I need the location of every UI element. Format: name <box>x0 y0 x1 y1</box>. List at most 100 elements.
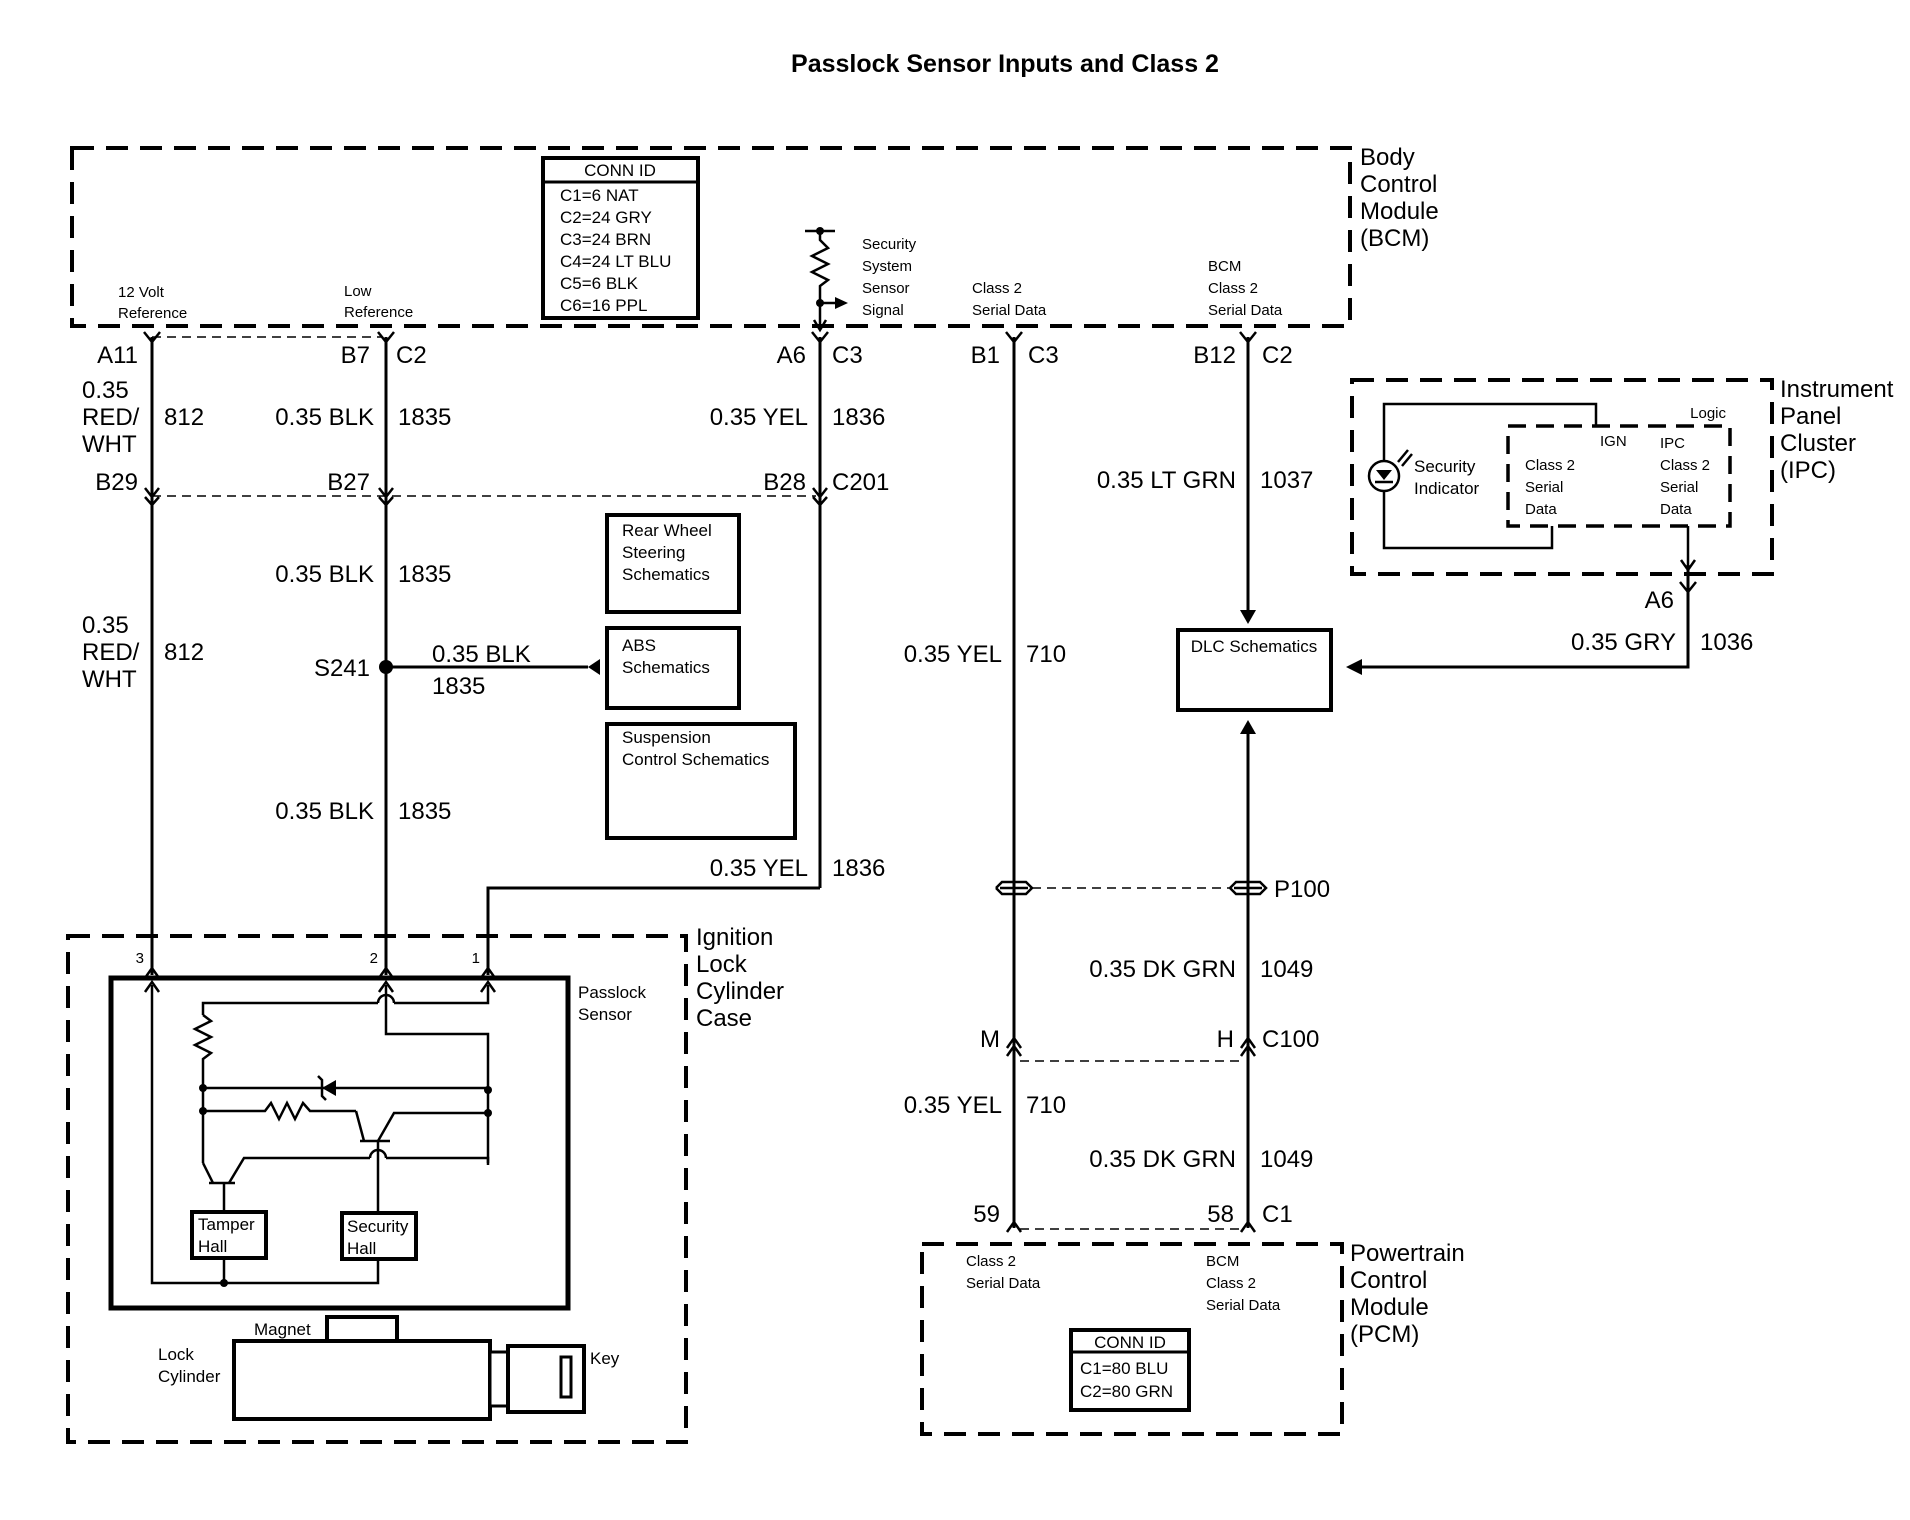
hall-label: Hall <box>347 1239 376 1258</box>
ipc-boundary <box>1350 378 1774 576</box>
pin-arrow-icon <box>378 496 394 507</box>
arrow-icon <box>588 659 600 675</box>
arrow-left-icon <box>1346 659 1362 675</box>
wire-circuit: 1049 <box>1260 1146 1313 1173</box>
reference-suspension[interactable]: Suspension Control Schematics <box>605 722 797 840</box>
wire-color: WHT <box>82 431 137 458</box>
ref-label: Steering <box>622 543 685 562</box>
pcm-conn-id-table: CONN ID C1=80 BLU C2=80 GRN <box>1069 1328 1191 1412</box>
ignition-boundary <box>66 934 688 1444</box>
conn-id-header: CONN ID <box>1094 1333 1166 1352</box>
connector-b28: B28 <box>763 469 806 496</box>
ignition-lock-cylinder-case: Ignition Lock Cylinder Case 3 2 1 Passlo… <box>66 924 784 1444</box>
connector-b27: B27 <box>327 469 370 496</box>
pin-fork-icon <box>143 331 161 345</box>
pin-arrow-icon <box>1679 559 1697 573</box>
c201-connector: B29 B27 B28 C201 <box>95 469 889 497</box>
ref-label: ABS <box>622 636 656 655</box>
security-indicator-led-icon <box>1367 449 1413 493</box>
pin-number: 3 <box>136 950 144 967</box>
ipc-class2-label: Class 2 <box>1660 457 1710 474</box>
ipc-class2-label: IPC <box>1660 435 1685 452</box>
pin-arrow-icon <box>1239 1043 1257 1057</box>
conn-id-row: C1=6 NAT <box>560 186 639 205</box>
ipc-class2-label: Data <box>1660 501 1692 518</box>
lock-cylinder-label: Lock <box>158 1345 194 1364</box>
passthrough-grommet-icon <box>1229 880 1268 896</box>
reference-rear-wheel-steering[interactable]: Rear Wheel Steering Schematics <box>605 513 741 614</box>
conn-id-header: CONN ID <box>584 161 656 180</box>
pcm-label-line: Powertrain <box>1350 1240 1465 1267</box>
connector-b7: B7 <box>341 342 370 369</box>
conn-id-row: C6=16 PPL <box>560 296 647 315</box>
ipc-class2-label: Class 2 <box>1525 457 1575 474</box>
conn-id-row: C1=80 BLU <box>1080 1359 1168 1378</box>
pin-number: 1 <box>472 950 480 967</box>
pcm-module: Powertrain Control Module (PCM) 59 58 C1… <box>920 1201 1465 1436</box>
ipc-label-line: (IPC) <box>1780 457 1836 484</box>
ignition-label-line: Case <box>696 1005 752 1032</box>
conn-id-row: C4=24 LT BLU <box>560 252 671 271</box>
ref-label: Schematics <box>622 658 710 677</box>
ipc-module: Instrument Panel Cluster (IPC) Logic IGN… <box>1350 376 1894 576</box>
wire-1037-1049: 0.35 LT GRN 1037 P100 0.35 DK GRN 1049 0… <box>1032 331 1330 1233</box>
reference-dlc[interactable]: DLC Schematics <box>1176 628 1333 712</box>
splice-label: S241 <box>314 655 370 682</box>
pin-arrow-icon <box>1005 1219 1023 1233</box>
wire-circuit: 812 <box>164 639 204 666</box>
conn-id-row: C5=6 BLK <box>560 274 639 293</box>
pin-arrow-icon <box>144 496 160 507</box>
pcm-pin-label: Class 2 <box>966 1253 1016 1270</box>
bcm-conn-id-table: CONN ID C1=6 NAT C2=24 GRY C3=24 BRN C4=… <box>541 156 700 320</box>
reference-abs[interactable]: ABS Schematics <box>605 626 741 710</box>
ipc-label-line: Instrument <box>1780 376 1894 403</box>
tamper-hall-sensor: Tamper Hall <box>190 1210 268 1260</box>
connector-b1: B1 <box>971 342 1000 369</box>
connector-c1: C1 <box>1262 1201 1293 1228</box>
pcm-label-line: (PCM) <box>1350 1321 1419 1348</box>
passlock-label: Passlock <box>578 983 647 1002</box>
pin-arrow-icon <box>377 965 395 979</box>
bcm-label: Body Control Module (BCM) <box>1360 144 1439 252</box>
ipc-logic-boundary <box>1506 424 1732 528</box>
pin-label-lowref: Low <box>344 283 372 300</box>
wire-circuit: 1037 <box>1260 467 1313 494</box>
wire-color: RED/ <box>82 639 140 666</box>
wire-circuit: 710 <box>1026 641 1066 668</box>
pin-label-lowref: Reference <box>344 304 413 321</box>
pin-label-12v: 12 Volt <box>118 284 165 301</box>
ref-label: Control Schematics <box>622 750 769 769</box>
pin-label-bcm-class2: Class 2 <box>1208 280 1258 297</box>
pin-label-security: Signal <box>862 302 904 319</box>
wire-circuit: 1836 <box>832 855 885 882</box>
lock-cylinder: Magnet Lock Cylinder Key <box>158 1315 620 1421</box>
wire-color: WHT <box>82 666 137 693</box>
wire-color: 0.35 YEL <box>710 855 808 882</box>
key-label: Key <box>590 1349 620 1368</box>
pcm-boundary <box>920 1242 1344 1436</box>
connector-58: 58 <box>1207 1201 1234 1228</box>
ipc-class2-label: Serial <box>1660 479 1698 496</box>
wire-color: 0.35 LT GRN <box>1097 467 1236 494</box>
bcm-boundary <box>70 146 1352 328</box>
bcm-label-line: Module <box>1360 198 1439 225</box>
wire-color: RED/ <box>82 404 140 431</box>
wire-color: 0.35 BLK <box>275 561 374 588</box>
wire-color: 0.35 <box>82 612 129 639</box>
connector-m: M <box>980 1026 1000 1053</box>
wire-color: 0.35 GRY <box>1571 629 1676 656</box>
connector-59: 59 <box>973 1201 1000 1228</box>
arrow-up-icon <box>1240 720 1256 734</box>
pin-arrow-icon <box>479 979 497 993</box>
pin-arrow-icon <box>377 979 395 993</box>
bcm-label-line: Body <box>1360 144 1415 171</box>
wire-circuit: 1836 <box>832 404 885 431</box>
connector-c2: C2 <box>396 342 427 369</box>
pcm-pin-label: Class 2 <box>1206 1275 1256 1292</box>
wire-circuit: 1835 <box>398 798 451 825</box>
connector-b12: B12 <box>1193 342 1236 369</box>
pin-arrow-icon <box>1005 1035 1023 1049</box>
connector-a6: A6 <box>1645 587 1674 614</box>
pin-label-class2: Class 2 <box>972 280 1022 297</box>
